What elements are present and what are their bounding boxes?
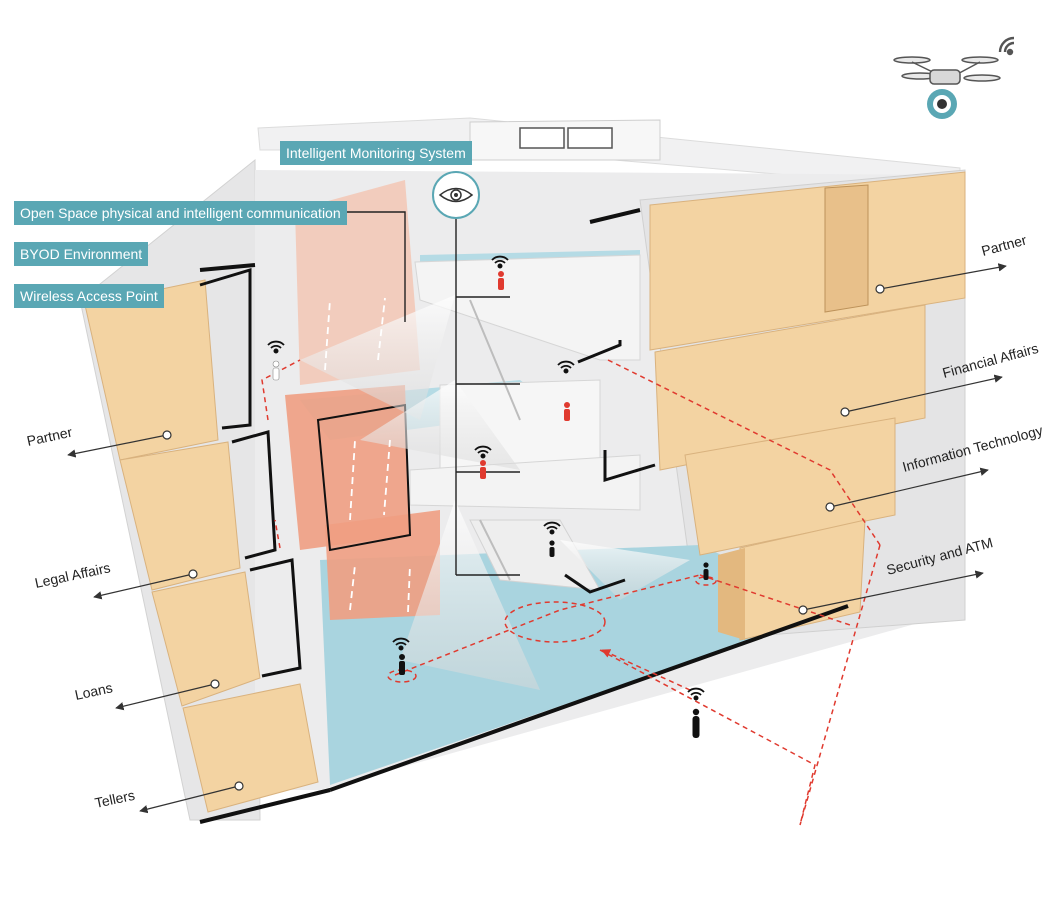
right-leader-dots <box>798 284 885 615</box>
sensor-path-left-1 <box>261 359 301 421</box>
sensor-zone-right <box>695 576 717 586</box>
right-panel-it <box>684 417 896 556</box>
left-leaders <box>67 434 240 814</box>
leader-right-security <box>802 570 984 611</box>
person-icon-red-level3 <box>498 271 504 290</box>
leader-right-partner <box>879 263 1007 290</box>
label-left-loans: Loans <box>73 679 114 703</box>
walkway-upper <box>414 254 641 361</box>
void-lower <box>325 510 440 620</box>
walkway-lower <box>409 454 641 511</box>
camera-lens-icon <box>927 89 957 119</box>
leader-left-loans <box>115 683 216 711</box>
stair-handrail-2 <box>479 519 511 581</box>
interior-walkways <box>409 254 641 591</box>
roof-skylight <box>469 119 661 161</box>
stair-handrail-1 <box>469 299 521 421</box>
person-icon-ramp <box>549 540 555 557</box>
flow-arrow-2 <box>377 297 386 361</box>
tag-open-space: Open Space physical and intelligent comm… <box>14 201 347 225</box>
drone-wifi-icon <box>998 36 1015 56</box>
right-slab-edge-2 <box>603 450 656 483</box>
sensor-path-right <box>799 544 881 826</box>
left-panel-loans <box>151 571 261 707</box>
right-facade-panels <box>199 171 966 792</box>
person-icon-ground <box>399 654 405 675</box>
right-leaders <box>802 263 1007 611</box>
person-icon-outside <box>692 708 700 738</box>
left-panel-partner <box>84 279 219 461</box>
leader-left-legal <box>93 573 194 600</box>
sensor-zone-center <box>504 601 606 643</box>
label-right-partner: Partner <box>980 231 1029 258</box>
right-slab-edge-1 <box>577 340 622 364</box>
skylight-window-1 <box>519 127 565 149</box>
circulation-arrows <box>324 297 411 613</box>
left-leader-dots <box>162 430 244 791</box>
left-panel-tellers <box>182 683 319 813</box>
wifi-icon-ground <box>392 637 410 651</box>
leader-right-it <box>829 467 989 508</box>
wifi-icon-ramp <box>543 521 561 535</box>
top-edge-black-2 <box>199 263 256 272</box>
skylight-window-2 <box>567 127 613 149</box>
void-middle <box>285 385 410 550</box>
wifi-icon-level1 <box>474 445 492 459</box>
label-left-partner: Partner <box>25 424 74 449</box>
wifi-icon-level3 <box>491 255 509 269</box>
open-space-leader <box>340 211 406 322</box>
flow-arrow-4 <box>383 439 391 516</box>
view-cone-4 <box>560 540 690 600</box>
tag-wireless-access-point: Wireless Access Point <box>14 284 164 308</box>
sensor-path-mid <box>394 574 701 676</box>
sensor-paths <box>261 359 881 826</box>
right-column-security <box>718 548 745 640</box>
right-panel-partner <box>649 171 966 351</box>
wifi-icon-outside <box>687 687 705 701</box>
flow-arrow-3 <box>349 439 356 521</box>
wifi-icon-left <box>267 340 285 354</box>
wifi-icon-level2 <box>557 360 575 374</box>
right-panel-partner-recess <box>824 184 869 313</box>
left-facade-panels <box>84 267 331 824</box>
left-slab-edge-3 <box>249 558 302 678</box>
view-cone-3 <box>400 500 540 690</box>
void-frame <box>316 403 412 552</box>
drone-icon <box>893 56 1001 85</box>
sensor-path-left-2 <box>274 519 281 549</box>
sensor-path-upper <box>607 359 881 546</box>
person-icon-white <box>272 360 280 381</box>
leader-left-partner <box>67 434 168 458</box>
flow-arrow-5 <box>349 564 356 611</box>
top-edge-black-1 <box>589 208 641 224</box>
monitoring-tree <box>340 211 520 576</box>
left-base-edge <box>199 788 331 824</box>
person-icon-red-level1 <box>480 460 486 479</box>
eye-icon <box>432 171 480 219</box>
leader-left-tellers <box>139 785 240 814</box>
tag-intelligent-monitoring: Intelligent Monitoring System <box>280 141 472 165</box>
right-base-edge <box>329 604 849 792</box>
right-slab-edge-3 <box>564 573 626 594</box>
label-left-tellers: Tellers <box>93 787 136 811</box>
left-panel-legal <box>119 441 241 591</box>
sensor-path-down <box>599 649 816 826</box>
flow-arrow-6 <box>407 564 411 613</box>
left-slab-edge-1 <box>199 267 252 430</box>
leader-right-financial <box>844 374 1003 413</box>
person-icon-right <box>703 562 709 580</box>
label-left-legal: Legal Affairs <box>33 559 111 591</box>
left-slab-edge-2 <box>231 430 277 560</box>
person-icon-red-level2 <box>564 402 570 421</box>
sensor-path-arrow <box>601 649 691 691</box>
tag-byod: BYOD Environment <box>14 242 149 266</box>
